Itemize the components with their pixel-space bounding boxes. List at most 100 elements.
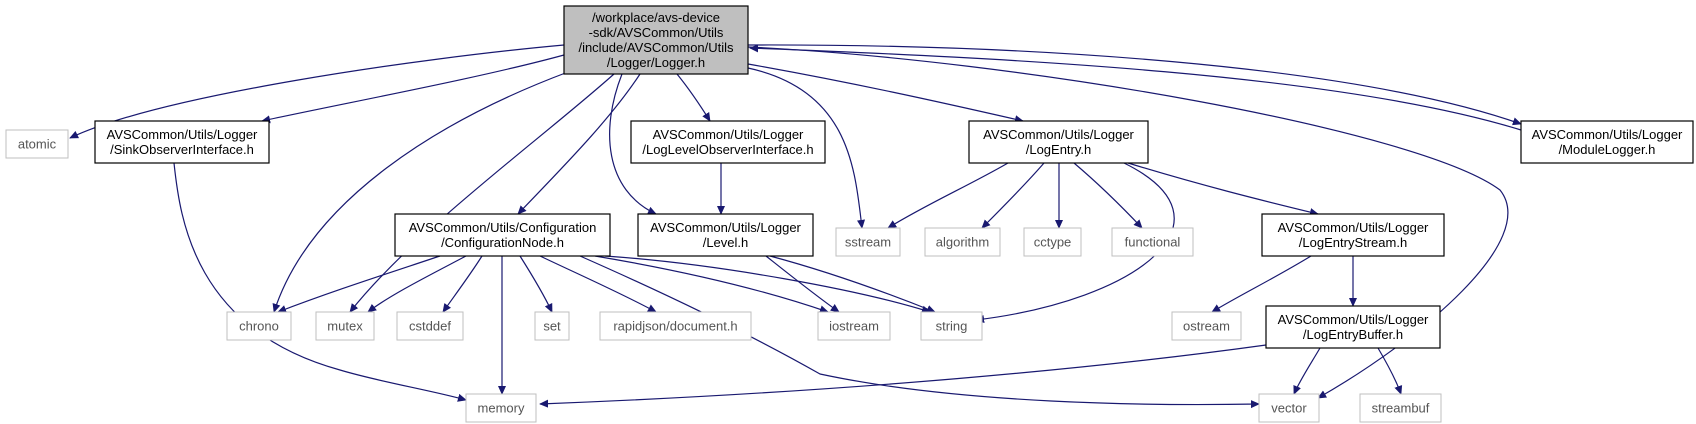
node-box-string — [920, 311, 983, 341]
node-memory: memory — [465, 393, 537, 423]
node-box-logentrybuffer — [1265, 305, 1441, 349]
node-box-logentrystream — [1261, 213, 1445, 257]
node-box-confnode — [394, 213, 611, 257]
node-box-loglevelobs — [630, 120, 826, 164]
node-atomic: atomic — [5, 129, 69, 159]
edge-confnode-to-vector — [579, 255, 1260, 409]
node-label-confnode: AVSCommon/Utils/Configuration — [409, 220, 597, 235]
edge-logentry-to-logentrystream — [1127, 162, 1319, 217]
node-label-logger: /Logger/Logger.h — [607, 55, 705, 70]
node-logentrybuffer[interactable]: AVSCommon/Utils/Logger/LogEntryBuffer.h — [1265, 305, 1441, 349]
node-iostream: iostream — [817, 311, 891, 341]
node-label-loglevelobs: /LogLevelObserverInterface.h — [642, 142, 813, 157]
node-label-cctype: cctype — [1034, 235, 1072, 250]
node-label-iostream: iostream — [829, 319, 879, 334]
edge-logger-to-chrono — [272, 71, 569, 313]
node-label-modlogger: AVSCommon/Utils/Logger — [1532, 127, 1683, 142]
node-label-mutex: mutex — [327, 319, 363, 334]
node-label-memory: memory — [478, 401, 525, 416]
edge-confnode-to-set — [519, 255, 553, 313]
node-box-level — [637, 213, 814, 257]
node-label-logentrystream: /LogEntryStream.h — [1299, 235, 1407, 250]
edge-logentrybuffer-to-streambuf — [1377, 347, 1403, 395]
node-label-streambuf: streambuf — [1372, 401, 1430, 416]
edge-logger-to-loglevelobs — [676, 73, 711, 122]
node-box-streambuf — [1359, 393, 1442, 423]
nodes-layer: /workplace/avs-device-sdk/AVSCommon/Util… — [5, 5, 1694, 423]
node-box-sinkobs — [94, 120, 270, 164]
node-logentry[interactable]: AVSCommon/Utils/Logger/LogEntry.h — [968, 120, 1149, 164]
edge-confnode-to-mutex — [367, 255, 467, 313]
node-box-atomic — [5, 129, 69, 159]
node-confnode[interactable]: AVSCommon/Utils/Configuration/Configurat… — [394, 213, 611, 257]
edge-logger-to-modlogger — [747, 44, 1522, 126]
node-box-vector — [1258, 393, 1320, 423]
node-box-sstream — [835, 227, 901, 257]
node-label-modlogger: /ModuleLogger.h — [1559, 142, 1656, 157]
node-label-confnode: /ConfigurationNode.h — [441, 235, 564, 250]
node-label-vector: vector — [1271, 401, 1307, 416]
node-label-level: AVSCommon/Utils/Logger — [650, 220, 801, 235]
node-logger[interactable]: /workplace/avs-device-sdk/AVSCommon/Util… — [563, 5, 749, 75]
node-label-functional: functional — [1125, 235, 1181, 250]
edges-layer — [69, 44, 1522, 409]
node-label-rapidjson: rapidjson/document.h — [613, 319, 737, 334]
node-modlogger[interactable]: AVSCommon/Utils/Logger/ModuleLogger.h — [1520, 120, 1694, 164]
node-label-string: string — [936, 319, 968, 334]
node-streambuf: streambuf — [1359, 393, 1442, 423]
node-logentrystream[interactable]: AVSCommon/Utils/Logger/LogEntryStream.h — [1261, 213, 1445, 257]
edge-confnode-to-cstddef — [442, 255, 483, 313]
edge-logger-to-sinkobs — [261, 54, 565, 124]
edge-logger-to-logentry — [747, 63, 1024, 124]
edge-sinkobs-to-memory — [173, 162, 467, 402]
node-box-algorithm — [924, 227, 1001, 257]
edge-logger-to-level — [609, 73, 657, 215]
edge-modlogger-to-logger — [749, 44, 1522, 131]
node-label-logentrybuffer: AVSCommon/Utils/Logger — [1278, 312, 1429, 327]
node-label-cstddef: cstddef — [409, 319, 451, 334]
edge-logger-to-sstream — [747, 67, 866, 229]
edge-confnode-to-string — [604, 255, 931, 314]
node-sinkobs[interactable]: AVSCommon/Utils/Logger/SinkObserverInter… — [94, 120, 270, 164]
node-set: set — [534, 311, 570, 341]
node-box-cctype — [1023, 227, 1082, 257]
node-box-modlogger — [1520, 120, 1694, 164]
node-label-ostream: ostream — [1183, 319, 1230, 334]
edge-logentrybuffer-to-memory — [539, 344, 1267, 408]
node-loglevelobs[interactable]: AVSCommon/Utils/Logger/LogLevelObserverI… — [630, 120, 826, 164]
node-label-logentry: /LogEntry.h — [1026, 142, 1092, 157]
edge-level-to-string — [769, 255, 936, 313]
node-ostream: ostream — [1171, 311, 1242, 341]
node-box-functional — [1111, 227, 1194, 257]
node-label-sstream: sstream — [845, 235, 891, 250]
node-box-set — [534, 311, 570, 341]
node-sstream: sstream — [835, 227, 901, 257]
node-label-logger: /include/AVSCommon/Utils — [578, 40, 734, 55]
node-cctype: cctype — [1023, 227, 1082, 257]
node-label-logger: /workplace/avs-device — [592, 10, 720, 25]
edge-logentrybuffer-to-vector — [1293, 347, 1321, 395]
node-vector: vector — [1258, 393, 1320, 423]
node-label-loglevelobs: AVSCommon/Utils/Logger — [653, 127, 804, 142]
node-label-sinkobs: AVSCommon/Utils/Logger — [107, 127, 258, 142]
node-string: string — [920, 311, 983, 341]
node-label-sinkobs: /SinkObserverInterface.h — [110, 142, 254, 157]
node-box-iostream — [817, 311, 891, 341]
node-box-memory — [465, 393, 537, 423]
node-box-logger — [563, 5, 749, 75]
node-label-algorithm: algorithm — [936, 235, 989, 250]
node-level[interactable]: AVSCommon/Utils/Logger/Level.h — [637, 213, 814, 257]
node-label-chrono: chrono — [239, 319, 279, 334]
edge-logger-to-confnode — [517, 73, 641, 215]
edge-logentrystream-to-ostream — [1211, 255, 1312, 313]
node-algorithm: algorithm — [924, 227, 1001, 257]
node-box-cstddef — [396, 311, 464, 341]
node-functional: functional — [1111, 227, 1194, 257]
edge-logger-to-mutex — [349, 73, 615, 313]
node-box-mutex — [315, 311, 375, 341]
node-label-logentry: AVSCommon/Utils/Logger — [983, 127, 1134, 142]
node-box-rapidjson — [599, 311, 752, 341]
edge-confnode-to-iostream — [594, 255, 829, 314]
node-box-chrono — [226, 311, 292, 341]
